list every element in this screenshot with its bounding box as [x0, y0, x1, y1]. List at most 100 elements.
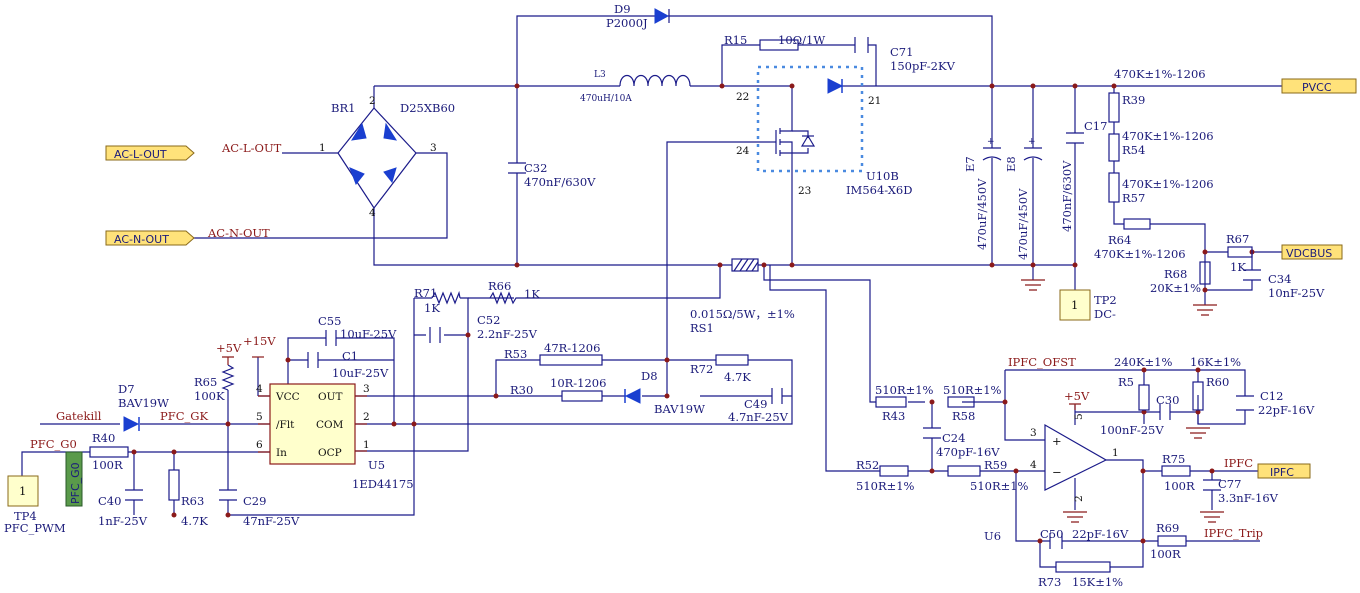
r73-value: 15K±1%	[1072, 575, 1123, 589]
net-plus5v-u5: +5V	[216, 341, 242, 355]
net-ac-n: AC-N-OUT	[207, 226, 270, 240]
c29-value: 47nF-25V	[243, 514, 300, 528]
r68-value: 20K±1%	[1150, 281, 1201, 295]
u6-pin3: 3	[1030, 427, 1037, 439]
r66-value: 1K	[524, 287, 540, 301]
r69-value: 100R	[1150, 547, 1181, 561]
r67-ref: R67	[1226, 232, 1249, 246]
resistor-r75	[1161, 465, 1191, 477]
tp2-ref: TP2	[1094, 293, 1117, 307]
r69-ref: R69	[1156, 521, 1179, 535]
resistor-r59	[947, 465, 981, 477]
u5-vcc: VCC	[275, 391, 300, 403]
resistor-r67	[1227, 246, 1253, 258]
u5-ref: U5	[368, 458, 385, 472]
c55-ref: C55	[318, 314, 341, 328]
resistor-r71	[431, 290, 461, 305]
port-pvcc-label: PVCC	[1302, 81, 1332, 94]
net-ac-l: AC-L-OUT	[221, 141, 282, 155]
net-plus5v-u6: +5V	[1064, 389, 1090, 403]
r63-ref: R63	[181, 494, 204, 508]
e8-ref: E8	[1004, 156, 1018, 172]
l3-ref: L3	[594, 70, 606, 80]
resistor-r72	[715, 354, 749, 366]
resistor-r73	[1055, 561, 1111, 573]
capacitor-c55	[325, 330, 337, 346]
u10b-pin24: 24	[736, 145, 750, 157]
e8-value: 470uF/450V	[1016, 188, 1030, 260]
resistor-r52	[879, 465, 909, 477]
r72-ref: R72	[690, 362, 713, 376]
resistor-r15	[759, 39, 799, 51]
resistor-r58	[947, 396, 975, 408]
ipm-u10b-frame	[756, 65, 864, 173]
u5-in: In	[276, 447, 287, 459]
c40-value: 1nF-25V	[98, 514, 148, 528]
c34-ref: C34	[1268, 272, 1291, 286]
svg-text:+: +	[1028, 137, 1036, 147]
r68-ref: R68	[1164, 267, 1187, 281]
u10b-pin23: 23	[798, 185, 811, 197]
pfc-g0-tp-label: PFC_G0	[69, 462, 82, 504]
l3-value: 470uH/10A	[580, 94, 632, 104]
r30-value: 10R-1206	[550, 376, 606, 390]
capacitor-c77	[1203, 479, 1221, 491]
port-ac-l-out: AC-L-OUT	[105, 145, 195, 161]
c77-value: 3.3nF-16V	[1218, 491, 1279, 505]
net-ipfc-ofst: IPFC_OFST	[1008, 355, 1076, 369]
tp2-value: DC-	[1094, 307, 1116, 321]
r39-ref: R39	[1122, 93, 1145, 107]
electrolytic-capacitor-e8: +	[1023, 137, 1043, 161]
capacitor-c30	[1159, 404, 1171, 420]
port-ac-n-label: AC-N-OUT	[114, 233, 169, 246]
r5-value: 240K±1%	[1114, 355, 1172, 369]
u6-pin5: 5	[1073, 413, 1085, 420]
resistor-r43	[875, 396, 907, 408]
resistor-r66	[489, 291, 550, 305]
br1-pin2: 2	[369, 95, 376, 107]
br1-pin4: 4	[369, 207, 376, 219]
r73-ref: R73	[1038, 575, 1061, 589]
u5-pin-stubs	[258, 395, 367, 453]
c29-ref: C29	[243, 494, 266, 508]
capacitor-c1	[307, 352, 319, 368]
capacitor-c29	[219, 489, 237, 501]
capacitor-c24	[923, 427, 941, 439]
c12-ref: C12	[1260, 389, 1283, 403]
d9-value: P2000J	[606, 16, 648, 30]
c71-ref: C71	[890, 45, 913, 59]
r59-value: 510R±1%	[970, 479, 1029, 493]
mosfet-u10b	[770, 125, 816, 160]
r58-value: 510R±1%	[943, 383, 1002, 397]
u5-value: 1ED44175	[352, 477, 414, 491]
resistor-r60	[1192, 381, 1204, 411]
u5-pin6: 6	[256, 439, 263, 451]
port-ipfc-label: IPFC	[1270, 466, 1294, 479]
port-ipfc: IPFC	[1257, 463, 1311, 479]
resistor-r63	[168, 469, 180, 501]
c17-value: 470nF/630V	[1060, 160, 1074, 232]
c34-value: 10nF-25V	[1268, 286, 1325, 300]
r43-ref: R43	[882, 409, 905, 423]
resistor-r53	[539, 354, 603, 366]
svg-text:−: −	[1052, 465, 1062, 479]
c49-value: 4.7nF-25V	[728, 410, 789, 424]
net-pfc-gk: PFC_GK	[160, 409, 208, 423]
c50-value: 22pF-16V	[1072, 527, 1129, 541]
u6-pin2: 2	[1073, 495, 1085, 502]
resistor-r54	[1108, 133, 1120, 162]
r59-ref: R59	[984, 458, 1007, 472]
c52-ref: C52	[477, 313, 500, 327]
r71-value: 1K	[424, 301, 440, 315]
shunt-rs1	[731, 258, 759, 272]
port-ac-n-out: AC-N-OUT	[105, 230, 195, 246]
u6-pin4: 4	[1030, 459, 1037, 471]
rs1-ref: RS1	[690, 321, 714, 335]
r72-value: 4.7K	[724, 370, 751, 384]
resistor-r57	[1108, 172, 1120, 203]
r57-value: 470K±1%-1206	[1122, 177, 1214, 191]
svg-text:+: +	[1052, 434, 1062, 448]
d9-ref: D9	[614, 2, 631, 16]
d7-ref: D7	[118, 382, 135, 396]
d8-ref: D8	[641, 369, 658, 383]
